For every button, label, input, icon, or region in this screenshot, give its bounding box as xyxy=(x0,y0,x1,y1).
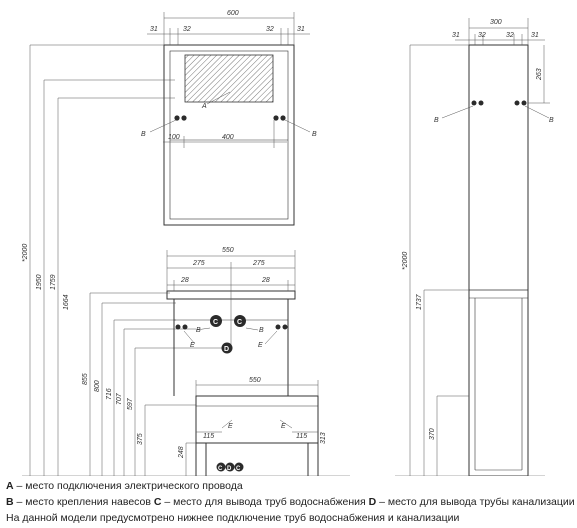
mirror-light-panel xyxy=(184,54,274,103)
dim-1664: 1664 xyxy=(63,294,70,310)
column-body xyxy=(468,44,529,476)
marker-e-base-right: E xyxy=(281,423,286,430)
dim-1950: 1950 xyxy=(36,274,43,290)
legend-line-bcd: B – место крепления навесов C – место дл… xyxy=(6,494,575,510)
dim-248: 248 xyxy=(178,446,185,459)
dim-col-263: 263 xyxy=(536,68,543,81)
legend-text-a: – место подключения электрического прово… xyxy=(13,480,243,492)
marker-b-column-left: B xyxy=(434,117,439,124)
marker-b-mirror-right: B xyxy=(312,131,317,138)
dim-mirror-100: 100 xyxy=(168,134,180,141)
dim-mirror-400: 400 xyxy=(222,134,234,141)
dim-col-2000: *2000 xyxy=(402,252,409,270)
pipe-markers xyxy=(210,315,246,354)
mirror-dimensions xyxy=(147,12,310,148)
dim-mirror-31-left: 31 xyxy=(150,26,158,33)
column-view xyxy=(468,44,529,476)
dim-2000: *2000 xyxy=(22,244,29,262)
dim-cabinet-width: 550 xyxy=(222,247,234,254)
marker-c-vanity-right: C xyxy=(237,319,242,326)
legend-text-c: – место для вывода труб водоснабжения xyxy=(161,496,369,508)
mirror-frame xyxy=(163,44,295,226)
dim-mirror-32-right: 32 xyxy=(266,26,274,33)
dim-base-115-right: 115 xyxy=(296,433,307,440)
marker-a-mirror: A xyxy=(201,103,207,110)
vanity-dimensions xyxy=(166,250,319,433)
mirror-view xyxy=(163,44,295,226)
dim-col-31-right: 31 xyxy=(531,32,539,39)
mirror-inner xyxy=(169,50,289,220)
dim-800: 800 xyxy=(94,380,101,392)
marker-e-vanity-right: E xyxy=(258,342,263,349)
dim-cabinet-275-left: 275 xyxy=(192,260,205,267)
marker-b-vanity-right: B xyxy=(259,327,264,334)
legend-key-a: A xyxy=(6,480,14,492)
marker-e-base-left: E xyxy=(228,423,233,430)
marker-b-vanity-left: B xyxy=(196,327,201,334)
legend-key-d: D xyxy=(368,496,377,508)
legend-text-d: – место для вывода трубы канализации xyxy=(376,496,575,508)
technical-drawing: 600 31 32 32 31 100 400 A B B xyxy=(22,10,554,476)
dim-col-width: 300 xyxy=(490,19,502,26)
dim-base-115-left: 115 xyxy=(203,433,214,440)
dim-716: 716 xyxy=(106,388,113,400)
floor-connection-markers xyxy=(216,462,244,472)
dim-col-32-right: 32 xyxy=(506,32,514,39)
legend-note: На данной модели предусмотрено нижнее по… xyxy=(6,512,460,524)
mirror-hanger-dots xyxy=(174,115,286,121)
column-dimensions xyxy=(395,18,550,476)
marker-e-vanity-left: E xyxy=(190,342,195,349)
left-height-dimensions xyxy=(22,44,350,476)
dim-col-370: 370 xyxy=(429,428,436,440)
dim-col-31-left: 31 xyxy=(452,32,460,39)
dim-mirror-32-left: 32 xyxy=(183,26,191,33)
legend-line-a: A – место подключения электрического про… xyxy=(6,478,574,494)
marker-c-floor-right: C xyxy=(236,466,241,472)
legend: A – место подключения электрического про… xyxy=(6,478,575,526)
dim-base-550: 550 xyxy=(249,377,261,384)
dim-707: 707 xyxy=(116,392,123,405)
legend-text-b: – место крепления навесов xyxy=(13,496,154,508)
dim-col-32-left: 32 xyxy=(478,32,486,39)
vanity-base xyxy=(195,395,319,444)
dim-mirror-31-right: 31 xyxy=(297,26,305,33)
marker-b-column-right: B xyxy=(549,117,554,124)
dim-597: 597 xyxy=(127,397,134,410)
column-hanger-dots xyxy=(471,100,527,106)
marker-c-floor-left: C xyxy=(218,466,223,472)
legend-key-b: B xyxy=(6,496,14,508)
dim-cabinet-28-left: 28 xyxy=(180,277,189,284)
legend-key-c: C xyxy=(153,496,162,508)
dim-313: 313 xyxy=(320,432,327,444)
dim-375: 375 xyxy=(137,433,144,445)
marker-d-vanity: D xyxy=(224,346,229,353)
marker-b-mirror-left: B xyxy=(141,131,146,138)
dim-cabinet-275-right: 275 xyxy=(252,260,265,267)
dim-855: 855 xyxy=(82,373,89,385)
vanity-hanger-dots xyxy=(175,324,288,330)
marker-c-vanity-left: C xyxy=(213,319,218,326)
dim-1759: 1759 xyxy=(50,274,57,290)
dim-cabinet-28-right: 28 xyxy=(261,277,270,284)
dim-col-1737: 1737 xyxy=(416,293,423,310)
dim-mirror-width: 600 xyxy=(227,10,239,17)
marker-d-floor: D xyxy=(227,466,232,472)
